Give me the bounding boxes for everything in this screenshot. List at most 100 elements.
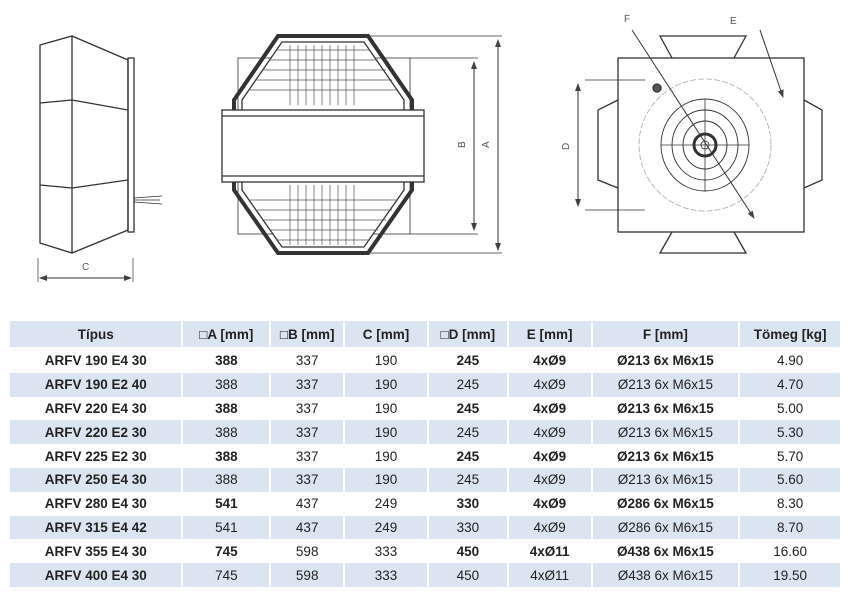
table-cell: 388: [181, 348, 272, 373]
table-cell: 4xØ9: [506, 420, 593, 445]
table-cell: 245: [426, 372, 509, 397]
side-view-drawing: [37, 35, 163, 282]
table-cell: Ø438 6x M6x15: [590, 563, 741, 587]
table-cell: 190: [343, 348, 429, 373]
model-cell: ARFV 190 E2 40: [7, 372, 184, 397]
table-cell: 4xØ11: [506, 539, 593, 564]
column-header: C [mm]: [343, 321, 429, 349]
table-cell: 541: [181, 515, 272, 540]
table-cell: 541: [181, 491, 272, 516]
column-header: Tömeg [kg]: [738, 321, 842, 349]
dimension-label-b: B: [457, 141, 468, 148]
table-cell: 4.90: [738, 348, 842, 373]
table-cell: 5.30: [738, 420, 842, 445]
table-cell: 337: [269, 467, 346, 492]
model-cell: ARFV 190 E4 30: [7, 348, 184, 373]
table-cell: 330: [426, 515, 509, 540]
table-cell: 337: [269, 348, 346, 373]
table-cell: 745: [181, 563, 272, 587]
table-cell: 598: [269, 563, 346, 587]
model-cell: ARFV 225 E2 30: [7, 444, 184, 468]
column-header: □A [mm]: [181, 321, 272, 349]
dimension-label-d: D: [561, 143, 572, 150]
table-cell: 16.60: [738, 539, 842, 564]
model-cell: ARFV 250 E4 30: [7, 467, 184, 492]
table-cell: Ø438 6x M6x15: [590, 539, 741, 564]
model-cell: ARFV 220 E2 30: [7, 420, 184, 445]
table-cell: 333: [343, 539, 429, 564]
specifications-table: Típus□A [mm]□B [mm]C [mm]□D [mm]E [mm]F …: [7, 321, 842, 587]
table-cell: Ø213 6x M6x15: [590, 420, 741, 445]
table-cell: 5.70: [738, 444, 842, 468]
table-cell: 245: [426, 467, 509, 492]
table-cell: 249: [343, 491, 429, 516]
table-cell: 4xØ9: [506, 396, 593, 421]
table-cell: 4xØ9: [506, 372, 593, 397]
table-cell: 190: [343, 372, 429, 397]
table-header-row: Típus□A [mm]□B [mm]C [mm]□D [mm]E [mm]F …: [7, 321, 842, 349]
table-cell: 190: [343, 467, 429, 492]
table-cell: 450: [426, 539, 509, 564]
table-cell: 5.00: [738, 396, 842, 421]
table-cell: 330: [426, 491, 509, 516]
table-cell: 4xØ9: [506, 491, 593, 516]
front-view-drawing: [221, 34, 502, 255]
table-cell: 4xØ9: [506, 348, 593, 373]
table-cell: 598: [269, 539, 346, 564]
table-cell: 190: [343, 444, 429, 468]
column-header: Típus: [7, 321, 184, 349]
model-cell: ARFV 355 E4 30: [7, 539, 184, 564]
table-cell: 4.70: [738, 372, 842, 397]
table-cell: 4xØ11: [506, 563, 593, 587]
technical-drawings: C A B D F E: [37, 14, 823, 282]
table-cell: 245: [426, 396, 509, 421]
column-header: □B [mm]: [269, 321, 346, 349]
column-header: □D [mm]: [426, 321, 509, 349]
table-cell: 245: [426, 420, 509, 445]
table-cell: 190: [343, 396, 429, 421]
table-cell: 190: [343, 420, 429, 445]
table-cell: 745: [181, 539, 272, 564]
table-cell: Ø213 6x M6x15: [590, 372, 741, 397]
model-cell: ARFV 280 E4 30: [7, 491, 184, 516]
table-cell: 337: [269, 420, 346, 445]
table-cell: 337: [269, 396, 346, 421]
table-cell: 388: [181, 396, 272, 421]
table-cell: 245: [426, 348, 509, 373]
table-cell: 388: [181, 467, 272, 492]
table-cell: Ø213 6x M6x15: [590, 348, 741, 373]
table-cell: 8.30: [738, 491, 842, 516]
table-cell: 388: [181, 372, 272, 397]
model-cell: ARFV 315 E4 42: [7, 515, 184, 540]
table-cell: Ø213 6x M6x15: [590, 396, 741, 421]
table-cell: 450: [426, 563, 509, 587]
table-cell: 337: [269, 372, 346, 397]
dimension-label-f: F: [624, 14, 630, 25]
table-cell: 4xØ9: [506, 467, 593, 492]
table-cell: 333: [343, 563, 429, 587]
table-cell: 19.50: [738, 563, 842, 587]
table-cell: 4xØ9: [506, 444, 593, 468]
table-cell: 5.60: [738, 467, 842, 492]
rear-view-drawing: [575, 29, 823, 254]
table-cell: 249: [343, 515, 429, 540]
model-cell: ARFV 220 E4 30: [7, 396, 184, 421]
table-cell: Ø286 6x M6x15: [590, 491, 741, 516]
dimension-label-a: A: [481, 141, 492, 148]
table-cell: Ø213 6x M6x15: [590, 467, 741, 492]
table-cell: Ø286 6x M6x15: [590, 515, 741, 540]
dimension-label-e: E: [730, 16, 737, 27]
column-header: F [mm]: [590, 321, 741, 349]
table-cell: 437: [269, 515, 346, 540]
table-cell: 388: [181, 444, 272, 468]
table-cell: Ø213 6x M6x15: [590, 444, 741, 468]
